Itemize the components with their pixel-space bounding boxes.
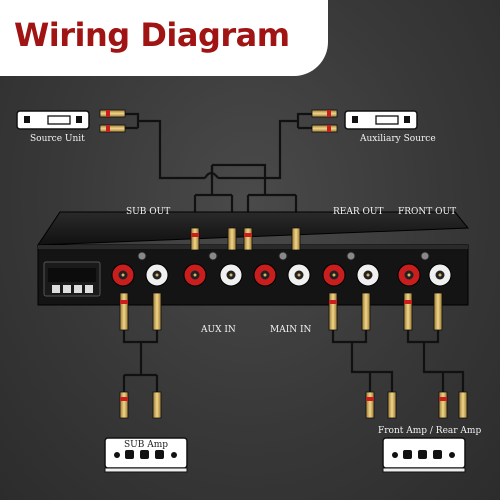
source-unit-label: Source Unit: [30, 134, 85, 144]
sub-amp-device: [104, 437, 188, 473]
source-unit-rca-plugs: [99, 109, 126, 133]
sub-amp-label: SUB Amp: [124, 440, 169, 450]
main-in-jacks: [253, 263, 311, 287]
auxiliary-source-device: [344, 110, 418, 130]
front-rear-amp-label: Front Amp / Rear Amp: [378, 426, 482, 436]
main-in-label: MAIN IN: [270, 325, 312, 335]
amp-rca-plugs: [119, 391, 468, 419]
front-out-label: FRONT OUT: [398, 207, 457, 217]
rear-out-label: REAR OUT: [333, 207, 384, 217]
front-rear-amp-device: [382, 437, 466, 473]
input-rca-plugs: [190, 227, 301, 251]
output-rca-plugs: [119, 292, 443, 331]
auxiliary-source-label: Auxiliary Source: [360, 134, 436, 144]
aux-in-jacks: [183, 263, 243, 287]
sub-out-jacks: [111, 263, 169, 287]
front-out-jacks: [397, 263, 452, 287]
rear-out-jacks: [322, 263, 380, 287]
title-banner: Wiring Diagram: [0, 0, 328, 76]
equalizer-unit: [37, 211, 470, 306]
page-title: Wiring Diagram: [14, 16, 290, 54]
source-unit-device: [16, 110, 90, 130]
rca-jacks: [111, 251, 452, 287]
sub-out-label: SUB OUT: [126, 207, 171, 217]
auxiliary-source-rca-plugs: [311, 109, 338, 133]
aux-in-label: AUX IN: [201, 325, 236, 335]
